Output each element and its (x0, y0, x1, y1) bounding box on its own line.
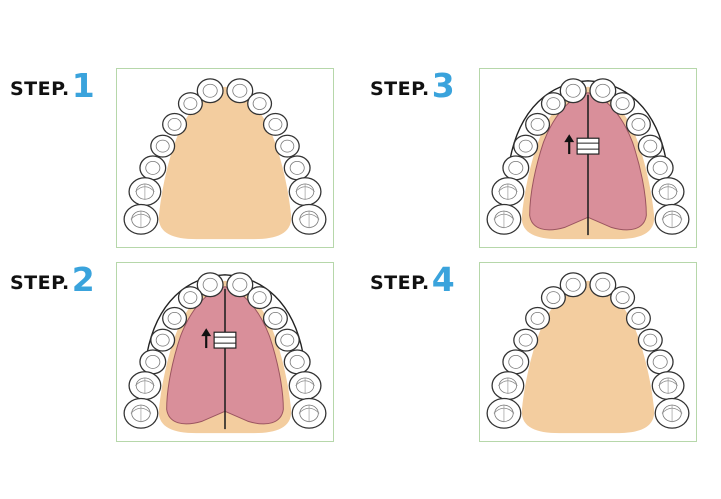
tooth (513, 328, 539, 352)
step-2-arch-illustration (123, 272, 327, 434)
step-4-label: STEP. 4 (370, 260, 455, 299)
tooth (610, 92, 636, 116)
step-2-label: STEP. 2 (10, 260, 95, 299)
tooth (625, 112, 651, 136)
tooth (540, 92, 566, 116)
tooth (177, 286, 203, 310)
tooth (589, 272, 617, 298)
tooth (654, 203, 690, 235)
tooth (196, 272, 224, 298)
tooth (139, 155, 167, 181)
tooth (646, 349, 674, 375)
tooth (651, 177, 685, 207)
tooth (196, 78, 224, 104)
tooth (274, 134, 300, 158)
tooth (123, 203, 159, 235)
tooth (162, 112, 188, 136)
step-1-word: STEP. (10, 78, 70, 101)
tooth (486, 203, 522, 235)
step-4-panel (479, 262, 697, 442)
step-3-number: 3 (431, 66, 455, 105)
dentition (123, 78, 327, 235)
tooth (637, 328, 663, 352)
tooth (559, 272, 587, 298)
tooth (283, 349, 311, 375)
step-3-word: STEP. (370, 78, 430, 101)
step-4-arch-illustration (486, 272, 690, 434)
step-2-word: STEP. (10, 272, 70, 295)
tooth (525, 306, 551, 330)
tooth (513, 134, 539, 158)
tooth (139, 349, 167, 375)
step-2-number: 2 (71, 260, 95, 299)
tooth (491, 177, 525, 207)
tooth (262, 306, 288, 330)
tooth (540, 286, 566, 310)
tooth (283, 155, 311, 181)
step-3-label: STEP. 3 (370, 66, 455, 105)
tooth (128, 371, 162, 401)
tooth (150, 328, 176, 352)
tooth (654, 397, 690, 429)
tooth (288, 371, 322, 401)
tooth (162, 306, 188, 330)
dentition (486, 272, 690, 429)
step-1-label: STEP. 1 (10, 66, 95, 105)
tooth (247, 92, 273, 116)
tooth (589, 78, 617, 104)
tooth (491, 371, 525, 401)
tooth (226, 272, 254, 298)
step-4-number: 4 (431, 260, 455, 299)
dentition (486, 78, 690, 235)
tooth (150, 134, 176, 158)
step-2-panel (116, 262, 334, 442)
tooth (525, 112, 551, 136)
step-4-word: STEP. (370, 272, 430, 295)
tooth (128, 177, 162, 207)
tooth (486, 397, 522, 429)
activation-arrow-icon (201, 328, 212, 349)
tooth (502, 155, 530, 181)
step-3-arch-illustration (486, 78, 690, 240)
tooth (637, 134, 663, 158)
tooth (288, 177, 322, 207)
step-3-panel (479, 68, 697, 248)
step-1-arch-illustration (123, 78, 327, 240)
arch-wire (509, 80, 667, 161)
tooth (610, 286, 636, 310)
tooth (291, 397, 327, 429)
tooth (646, 155, 674, 181)
activation-arrow-icon (564, 134, 575, 155)
expansion-screw (213, 331, 237, 349)
step-1-number: 1 (71, 66, 95, 105)
dentition (123, 272, 327, 429)
tooth (247, 286, 273, 310)
tooth (559, 78, 587, 104)
tooth (625, 306, 651, 330)
tooth (502, 349, 530, 375)
tooth (274, 328, 300, 352)
palate (158, 86, 292, 240)
tooth (651, 371, 685, 401)
palate (521, 280, 655, 434)
expansion-screw (576, 137, 600, 155)
arch-wire (146, 274, 304, 355)
tooth (123, 397, 159, 429)
tooth (262, 112, 288, 136)
tooth (177, 92, 203, 116)
step-1-panel (116, 68, 334, 248)
tooth (226, 78, 254, 104)
tooth (291, 203, 327, 235)
